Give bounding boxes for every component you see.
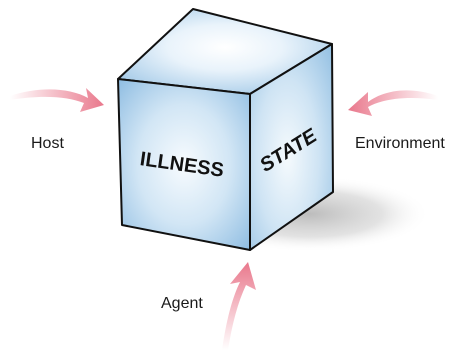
cube-side-face [249,43,334,251]
environment-arrow-icon [348,90,438,116]
host-label: Host [31,135,64,152]
host-arrow-icon [10,88,104,112]
environment-label: Environment [355,135,445,152]
agent-label: Agent [161,295,203,312]
agent-arrow-icon [222,262,256,350]
